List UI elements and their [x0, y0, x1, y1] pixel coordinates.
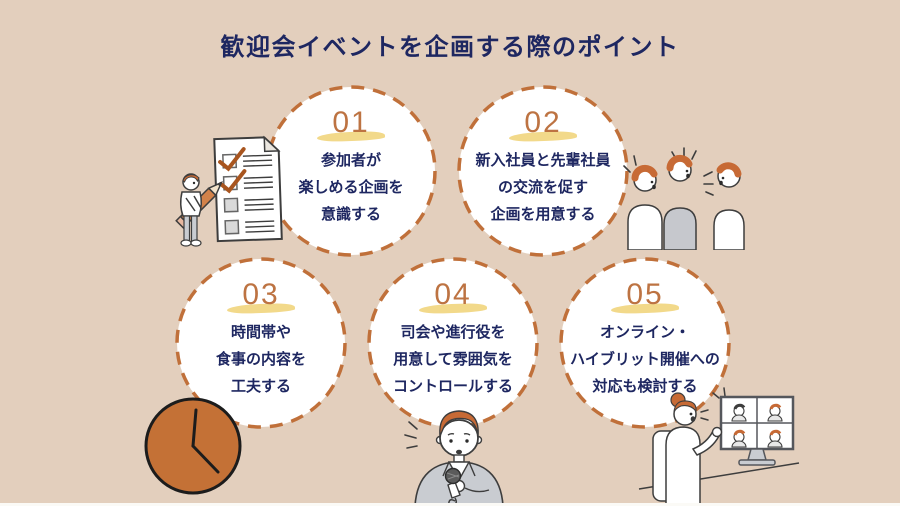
point-number-wrap: 03: [226, 278, 296, 315]
bottom-strip: [0, 503, 900, 506]
person-left: [627, 164, 663, 250]
dashed-ring-icon: [175, 257, 347, 429]
checklist-pencil-illustration: [170, 128, 292, 252]
minute-hand: [191, 408, 198, 448]
mc-figure: [414, 410, 504, 506]
call-participant: [767, 403, 783, 422]
point-number: 04: [434, 278, 472, 311]
woman-figure: [652, 392, 723, 506]
point-circle-01: 01 参加者が 楽しめる企画を 意識する: [265, 85, 437, 257]
page-title: 歓迎会イベントを企画する際のポイント: [220, 34, 680, 61]
point-number: 02: [524, 106, 562, 139]
point-text-line: 工夫する: [230, 378, 291, 395]
point-text-line: 時間帯や: [230, 324, 291, 341]
point-text: 新入社員と先輩社員 の交流を促す 企画を用意する: [475, 147, 610, 228]
clock-illustration: [142, 395, 244, 497]
dashed-ring-icon: [457, 85, 629, 257]
video-call-illustration: [633, 387, 803, 506]
monitor-stand: [747, 448, 767, 461]
point-circle-03: 03 時間帯や 食事の内容を 工夫する: [175, 257, 347, 429]
point-number-wrap: 05: [610, 278, 680, 315]
point-text-line: 参加者が: [320, 152, 381, 169]
point-text: 参加者が 楽しめる企画を 意識する: [298, 147, 403, 228]
hand: [711, 426, 723, 438]
dashed-ring-icon: [367, 257, 539, 429]
point-text-line: 用意して雰囲気を: [393, 351, 513, 368]
point-text-line: 対応も検討する: [592, 378, 698, 395]
point-text: オンライン・ ハイブリット開催への 対応も検討する: [570, 319, 720, 400]
point-text-line: 司会や進行役を: [400, 324, 506, 341]
point-number-wrap: 04: [418, 278, 488, 315]
point-circle-04: 04 司会や進行役を 用意して雰囲気を コントロールする: [367, 257, 539, 429]
point-text-line: ハイブリット開催への: [570, 351, 720, 368]
point-number-wrap: 02: [508, 106, 578, 143]
monitor: [719, 395, 795, 466]
checklist-paper: [213, 135, 283, 243]
call-participant: [731, 429, 747, 448]
person-right: [713, 162, 745, 250]
call-participant: [731, 403, 747, 422]
point-text-line: 楽しめる企画を: [298, 179, 404, 196]
point-text-line: オンライン・: [599, 324, 690, 341]
point-number: 01: [332, 106, 370, 139]
point-circle-02: 02 新入社員と先輩社員 の交流を促す 企画を用意する: [457, 85, 629, 257]
dashed-ring-icon: [559, 257, 731, 429]
point-number-wrap: 01: [316, 106, 386, 143]
point-text-line: コントロールする: [392, 378, 513, 395]
point-text-line: 意識する: [320, 206, 381, 223]
point-number: 03: [242, 278, 280, 311]
point-text-line: 新入社員と先輩社員: [475, 152, 611, 169]
point-text-line: 企画を用意する: [490, 206, 596, 223]
call-participant: [767, 429, 783, 448]
point-circle-05: 05 オンライン・ ハイブリット開催への 対応も検討する: [559, 257, 731, 429]
person-figure: [179, 173, 203, 247]
emphasis-lines: [623, 147, 714, 196]
point-number: 05: [626, 278, 664, 311]
mc-microphone-illustration: [397, 398, 511, 506]
point-text: 司会や進行役を 用意して雰囲気を コントロールする: [393, 319, 513, 400]
talking-people-illustration: [616, 138, 752, 250]
dashed-ring-icon: [265, 85, 437, 257]
emphasis-lines: [712, 387, 726, 399]
point-text: 時間帯や 食事の内容を 工夫する: [216, 319, 306, 400]
point-text-line: の交流を促す: [497, 179, 588, 196]
microphone-icon: [444, 467, 462, 506]
point-text-line: 食事の内容を: [215, 351, 306, 368]
person-middle: [663, 154, 697, 250]
emphasis-lines: [404, 421, 418, 449]
hour-hand: [191, 444, 220, 474]
